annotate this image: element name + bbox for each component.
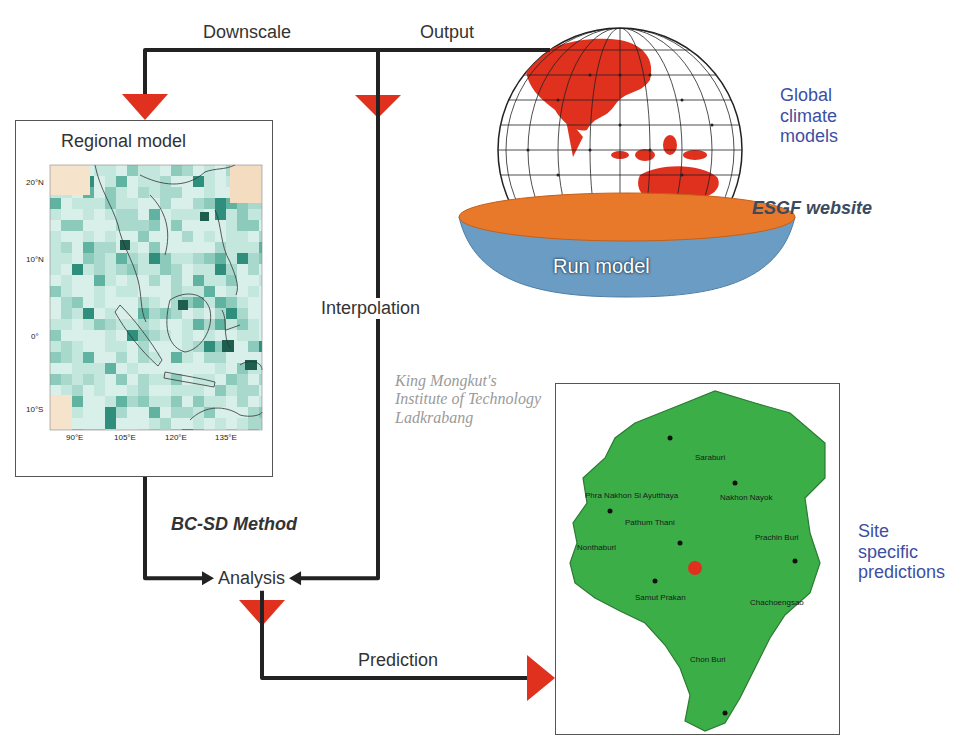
connector — [122, 50, 550, 120]
place-name: Saraburi — [695, 453, 725, 462]
place-name: Phra Nakhon Si Ayutthaya — [585, 491, 678, 500]
site-map-box: Site specific predictions — [555, 383, 840, 735]
globe-heading: Global climate models — [780, 85, 872, 147]
axis-label: 90°E — [66, 433, 83, 442]
regional-model-box: Regional model — [15, 120, 273, 477]
source-label: ESGF website — [752, 198, 872, 219]
axis-label: 0° — [31, 332, 39, 341]
axis-label: 20°N — [26, 178, 44, 187]
place-name: Chon Buri — [690, 655, 726, 664]
regional-map — [50, 165, 262, 430]
place-name: Prachin Buri — [755, 533, 799, 542]
site-map — [570, 391, 825, 731]
connector — [289, 50, 550, 585]
axis-label: 10°N — [26, 255, 44, 264]
edge-label: Downscale — [200, 22, 294, 43]
globe-caption: Run model — [553, 255, 650, 278]
edge-label: Interpolation — [318, 298, 423, 319]
axis-label: 10°S — [26, 405, 43, 414]
analysis-node: Analysis — [214, 566, 289, 591]
global-model-globe: Global climate modelsESGF websiteRun mod… — [455, 5, 875, 300]
method-label: BC-SD Method — [168, 514, 300, 535]
connector — [262, 591, 555, 701]
place-name: Pathum Thani — [625, 518, 675, 527]
axis-label: 135°E — [215, 433, 237, 442]
site-heading: Site specific predictions — [858, 521, 950, 583]
axis-label: 105°E — [114, 433, 136, 442]
box-title: Regional model — [61, 131, 186, 152]
axis-label: 120°E — [165, 433, 187, 442]
flow-label: Output — [420, 22, 474, 43]
place-name: Chachoengsao — [750, 598, 804, 607]
edge-label: Prediction — [355, 650, 441, 671]
analysis-label: Analysis — [218, 568, 285, 589]
globe — [459, 25, 795, 297]
place-name: Samut Prakan — [635, 593, 686, 602]
place-name: Nonthaburi — [577, 543, 616, 552]
watermark: King Mongkut's Institute of Technology L… — [395, 372, 545, 427]
place-name: Nakhon Nayok — [720, 493, 772, 502]
